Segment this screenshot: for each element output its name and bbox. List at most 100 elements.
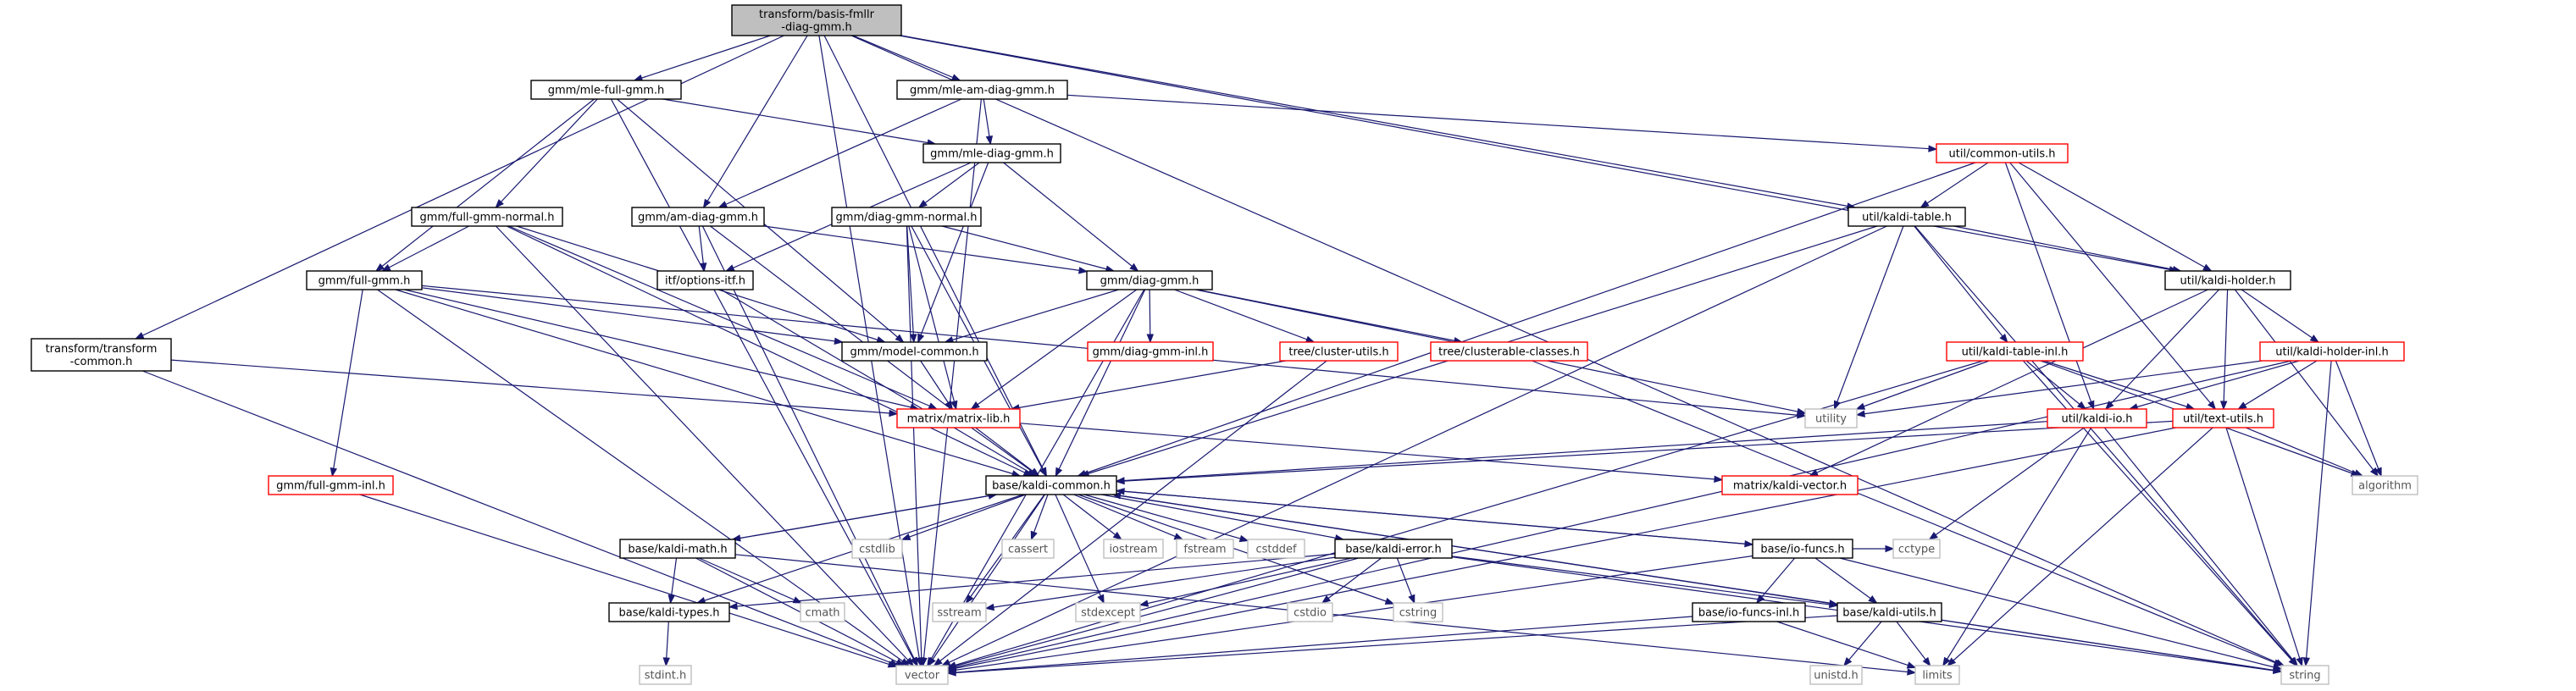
node-root[interactable]: transform/basis-fmllr-diag-gmm.h	[731, 4, 902, 36]
node-mle-full[interactable]: gmm/mle-full-gmm.h	[530, 80, 682, 100]
node-cstring: cstring	[1393, 602, 1443, 622]
node-label: limits	[1922, 670, 1953, 683]
edge-io_funcs-to-cctype	[1853, 545, 1895, 553]
node-kaldi-table[interactable]: util/kaldi-table.h	[1848, 207, 1966, 227]
node-label: transform/basis-fmllr	[759, 8, 875, 21]
edge-diag_gmm-to-kaldi_common	[1055, 289, 1146, 478]
edge-diag_normal-to-matrix_lib	[908, 225, 958, 411]
node-diag-gmm[interactable]: gmm/diag-gmm.h	[1086, 270, 1213, 290]
node-box	[1176, 539, 1234, 559]
node-transform-common[interactable]: transform/transform-common.h	[30, 338, 172, 372]
node-cluster-utils[interactable]: tree/cluster-utils.h	[1279, 341, 1399, 362]
node-label: util/kaldi-table-inl.h	[1962, 346, 2069, 359]
node-label: gmm/model-common.h	[850, 346, 978, 359]
edge-kaldi_utils-to-unistd	[1843, 621, 1882, 667]
node-kaldi-vector[interactable]: matrix/kaldi-vector.h	[1721, 475, 1859, 495]
node-limits: limits	[1914, 665, 1960, 685]
edge-root-to-transform_common	[134, 35, 784, 340]
edge-kaldi_io-to-cctype	[1928, 427, 2085, 540]
edge-kaldi_holder-to-algorithm	[2234, 289, 2379, 478]
edge-kaldi_common-to-iostream	[1062, 494, 1122, 540]
node-io-funcs[interactable]: base/io-funcs.h	[1752, 539, 1853, 559]
node-box	[306, 270, 423, 290]
edge-common_utils-to-kaldi_table	[1920, 162, 1989, 208]
node-full-gmm-inl[interactable]: gmm/full-gmm-inl.h	[268, 475, 394, 495]
node-mle-am[interactable]: gmm/mle-am-diag-gmm.h	[896, 80, 1068, 100]
node-io-funcs-inl[interactable]: base/io-funcs-inl.h	[1692, 602, 1806, 622]
node-label: fstream	[1183, 544, 1226, 556]
edge-text_utils-to-string	[2225, 427, 2303, 667]
node-iostream: iostream	[1103, 539, 1164, 559]
node-cstddef: cstddef	[1247, 539, 1305, 559]
node-full-gmm[interactable]: gmm/full-gmm.h	[306, 270, 423, 290]
node-label: unistd.h	[1814, 670, 1859, 683]
edge-full_normal-to-matrix_lib	[508, 225, 939, 410]
node-kaldi-holder-inl[interactable]: util/kaldi-holder-inl.h	[2259, 341, 2405, 362]
node-kaldi-io[interactable]: util/kaldi-io.h	[2047, 408, 2147, 428]
edge-kaldi_holder_inl-to-algorithm	[2335, 360, 2382, 478]
node-kaldi-common[interactable]: base/kaldi-common.h	[985, 475, 1117, 495]
node-stdint: stdint.h	[639, 665, 692, 685]
node-box	[2352, 475, 2418, 495]
node-label: gmm/mle-full-gmm.h	[548, 85, 665, 97]
node-diag-gmm-inl[interactable]: gmm/diag-gmm-inl.h	[1087, 341, 1214, 362]
edge-kaldi_utils-to-string	[1941, 619, 2283, 674]
node-box	[841, 341, 988, 362]
node-label: gmm/mle-diag-gmm.h	[930, 148, 1054, 161]
edge-diag_gmm-to-model_common	[944, 289, 1119, 344]
node-box	[1721, 475, 1859, 495]
edge-mle_full-to-full_normal	[495, 98, 598, 209]
edge-kaldi_error-to-kaldi_utils	[1451, 556, 1839, 609]
node-kaldi-error[interactable]: base/kaldi-error.h	[1334, 539, 1453, 559]
node-clusterable[interactable]: tree/clusterable-classes.h	[1430, 341, 1588, 362]
node-label: transform/transform	[46, 343, 158, 356]
edge-kaldi_holder-to-kaldi_vector	[1809, 289, 2208, 477]
node-mle-diag[interactable]: gmm/mle-diag-gmm.h	[922, 143, 1061, 163]
node-full-normal[interactable]: gmm/full-gmm-normal.h	[411, 207, 563, 227]
node-box	[1848, 207, 1966, 227]
node-label: gmm/full-gmm.h	[319, 275, 411, 288]
node-label: itf/options-itf.h	[665, 275, 745, 288]
edge-kaldi_error-to-stdexcept	[1138, 557, 1352, 607]
edge-clusterable-to-string	[1532, 360, 2284, 666]
node-text-utils[interactable]: util/text-utils.h	[2172, 408, 2274, 428]
node-box	[608, 602, 730, 622]
edge-matrix_lib-to-kaldi_vector	[1019, 423, 1724, 483]
node-box	[895, 665, 949, 685]
node-kaldi-math[interactable]: base/kaldi-math.h	[619, 539, 736, 559]
node-box	[2259, 341, 2405, 362]
edge-full_normal-to-full_gmm	[381, 225, 469, 272]
edge-diag_gmm-to-diag_gmm_inl	[1146, 289, 1155, 344]
edge-kaldi_holder-to-text_utils	[2219, 289, 2229, 411]
node-utility: utility	[1804, 408, 1858, 428]
edge-kaldi_holder_inl-to-vector	[946, 360, 2292, 672]
node-box	[2164, 270, 2291, 290]
edge-kaldi_holder-to-kaldi_io	[2104, 289, 2220, 410]
node-label: gmm/diag-gmm.h	[1100, 275, 1199, 288]
node-box	[1809, 665, 1863, 685]
edge-common_utils-to-text_utils	[2009, 162, 2217, 411]
node-matrix-lib[interactable]: matrix/matrix-lib.h	[896, 408, 1021, 428]
edge-kaldi_table-to-string	[1914, 225, 2298, 667]
node-label: tree/clusterable-classes.h	[1438, 346, 1580, 359]
node-box	[656, 270, 754, 290]
node-box	[1836, 602, 1942, 622]
node-kaldi-utils[interactable]: base/kaldi-utils.h	[1836, 602, 1942, 622]
node-kaldi-types[interactable]: base/kaldi-types.h	[608, 602, 730, 622]
node-diag-normal[interactable]: gmm/diag-gmm-normal.h	[831, 207, 982, 227]
edge-mle_am-to-common_utils	[1066, 94, 1938, 152]
node-model-common[interactable]: gmm/model-common.h	[841, 341, 988, 362]
node-label: gmm/diag-gmm-inl.h	[1093, 346, 1209, 359]
node-common-utils[interactable]: util/common-utils.h	[1936, 143, 2069, 163]
node-box	[932, 602, 987, 622]
node-kaldi-holder[interactable]: util/kaldi-holder.h	[2164, 270, 2291, 290]
node-box	[1287, 602, 1333, 622]
node-label: base/kaldi-math.h	[628, 544, 727, 556]
node-am-diag[interactable]: gmm/am-diag-gmm.h	[631, 207, 765, 227]
node-box	[800, 602, 845, 622]
node-kaldi-table-inl[interactable]: util/kaldi-table-inl.h	[1946, 341, 2084, 362]
node-options-itf[interactable]: itf/options-itf.h	[656, 270, 754, 290]
node-label: stdexcept	[1081, 607, 1135, 620]
edge-am_diag-to-diag_gmm	[763, 225, 1089, 274]
